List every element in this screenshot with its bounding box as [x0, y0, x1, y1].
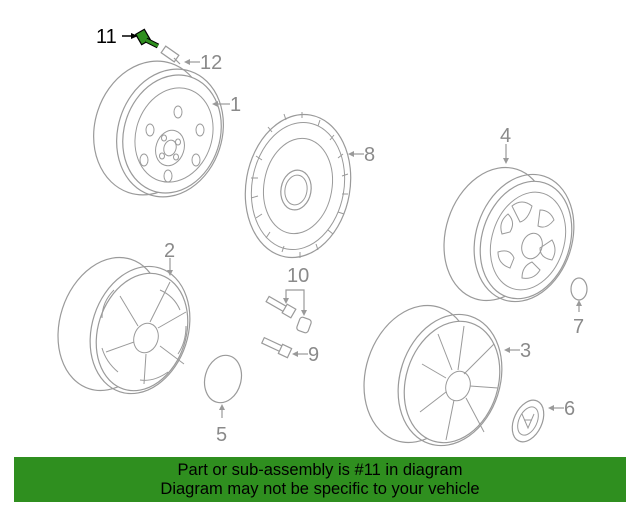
leader-arrow-10a: [283, 298, 289, 304]
leader-arrow-11: [131, 33, 138, 39]
callout-10[interactable]: 10: [287, 265, 309, 287]
callout-7[interactable]: 7: [573, 316, 584, 338]
bolt-part-11[interactable]: [134, 28, 160, 49]
leader-arrow-5: [219, 404, 225, 410]
alloy-wheel-part-4[interactable]: [427, 154, 589, 315]
callout-11[interactable]: 11: [96, 26, 117, 48]
lug-bolt-part-10[interactable]: [265, 295, 312, 334]
callout-12[interactable]: 12: [200, 52, 222, 74]
callout-1[interactable]: 1: [230, 94, 241, 116]
wheel-cover-part-8[interactable]: [234, 106, 361, 266]
leader-line-10: [285, 289, 305, 312]
bolt-part-9[interactable]: [260, 336, 293, 359]
valve-stem-part-12[interactable]: [160, 45, 181, 65]
leader-arrow-4: [503, 158, 509, 164]
leader-arrow-9: [292, 351, 298, 357]
callout-5[interactable]: 5: [216, 424, 227, 446]
center-cap-part-7[interactable]: [570, 277, 588, 301]
alloy-wheel-part-2[interactable]: [41, 244, 205, 407]
callout-2[interactable]: 2: [164, 240, 175, 262]
callout-9[interactable]: 9: [308, 344, 319, 366]
leader-arrow-12: [184, 59, 190, 65]
emblem-cap-part-6[interactable]: [506, 395, 550, 447]
parts-diagram: 1 11 12 8 4 7: [41, 26, 589, 456]
leader-arrow-2: [167, 270, 173, 276]
callout-3[interactable]: 3: [520, 340, 531, 362]
alloy-wheel-part-3[interactable]: [347, 291, 518, 456]
leader-arrow-8: [348, 151, 354, 157]
center-cap-part-5[interactable]: [199, 351, 246, 407]
callout-4[interactable]: 4: [500, 125, 511, 147]
banner-line-part-info: Part or sub-assembly is #11 in diagram: [177, 461, 463, 479]
leader-arrow-1: [212, 101, 218, 107]
leader-arrow-7: [576, 300, 582, 306]
steel-wheel-part-1[interactable]: [77, 46, 240, 211]
info-banner: Part or sub-assembly is #11 in diagram D…: [14, 457, 626, 502]
banner-line-disclaimer: Diagram may not be specific to your vehi…: [160, 480, 480, 498]
leader-arrow-10b: [301, 310, 307, 316]
callout-8[interactable]: 8: [364, 144, 375, 166]
leader-arrow-3: [504, 347, 510, 353]
callout-6[interactable]: 6: [564, 398, 575, 420]
leader-arrow-6: [548, 405, 554, 411]
